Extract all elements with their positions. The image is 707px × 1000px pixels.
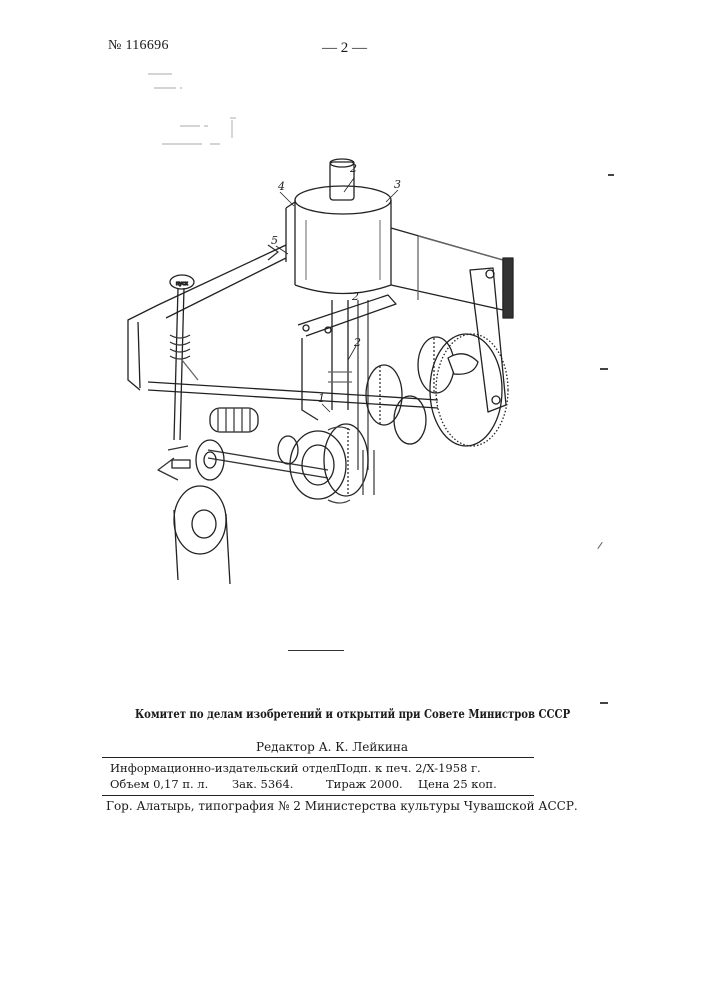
library-stamp	[140, 60, 260, 160]
imprint-signed: Подп. к печ. 2/X-1958 г.	[336, 761, 481, 775]
printer-line: Гор. Алатырь, типография № 2 Министерств…	[106, 799, 578, 813]
drawing-label: 5	[271, 234, 278, 247]
drawing-label: 2	[349, 162, 357, 175]
drawing-label: 2	[353, 336, 361, 349]
imprint-top-rule	[102, 757, 534, 758]
mechanism-drawing: пуск	[118, 150, 528, 590]
section-divider	[288, 650, 344, 651]
margin-mark	[608, 174, 614, 176]
imprint-bottom-rule	[102, 795, 534, 796]
drawing-label: 2	[351, 290, 359, 303]
page-number: — 2 —	[322, 40, 367, 57]
drawing-label: 4	[277, 180, 285, 193]
imprint-order: Зак. 5364.	[232, 777, 293, 791]
patent-number: № 116696	[108, 38, 169, 54]
margin-mark	[597, 542, 602, 549]
imprint-department: Информационно-издательский отдел.	[110, 761, 340, 775]
imprint-print-run: Тираж 2000.	[326, 777, 403, 791]
imprint-price: Цена 25 коп.	[418, 777, 497, 791]
margin-mark	[600, 702, 608, 704]
imprint-volume: Объем 0,17 п. л.	[110, 777, 208, 791]
drawing-label: 3	[394, 178, 401, 191]
drawing-label: 1	[318, 392, 325, 405]
margin-mark	[600, 368, 608, 370]
svg-text:пуск: пуск	[176, 281, 188, 287]
committee-line: Комитет по делам изобретений и открытий …	[135, 707, 570, 721]
editor-line: Редактор А. К. Лейкина	[256, 740, 408, 754]
